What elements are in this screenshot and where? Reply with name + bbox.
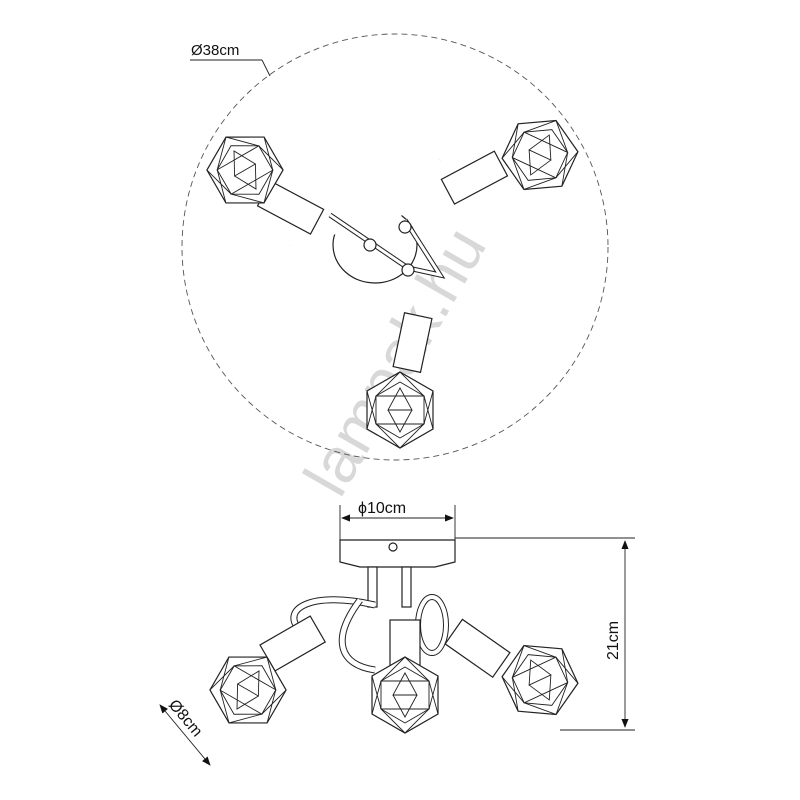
canopy: [339, 539, 456, 568]
socket: [392, 312, 433, 374]
shade-cage: [371, 656, 439, 734]
shade-cage: [493, 106, 587, 204]
socket: [440, 150, 509, 205]
top-view: Ø38cm: [181, 33, 609, 461]
top-diameter-label: Ø38cm: [191, 42, 239, 59]
shade-dimension-line: [159, 704, 211, 766]
diameter-circle: [181, 33, 609, 461]
side-view: ϕ10cm 21cm Ø8cm: [159, 500, 635, 766]
height-label: 21cm: [605, 621, 622, 660]
canopy-diameter-label: ϕ10cm: [358, 500, 406, 517]
shade-cage: [493, 631, 587, 729]
